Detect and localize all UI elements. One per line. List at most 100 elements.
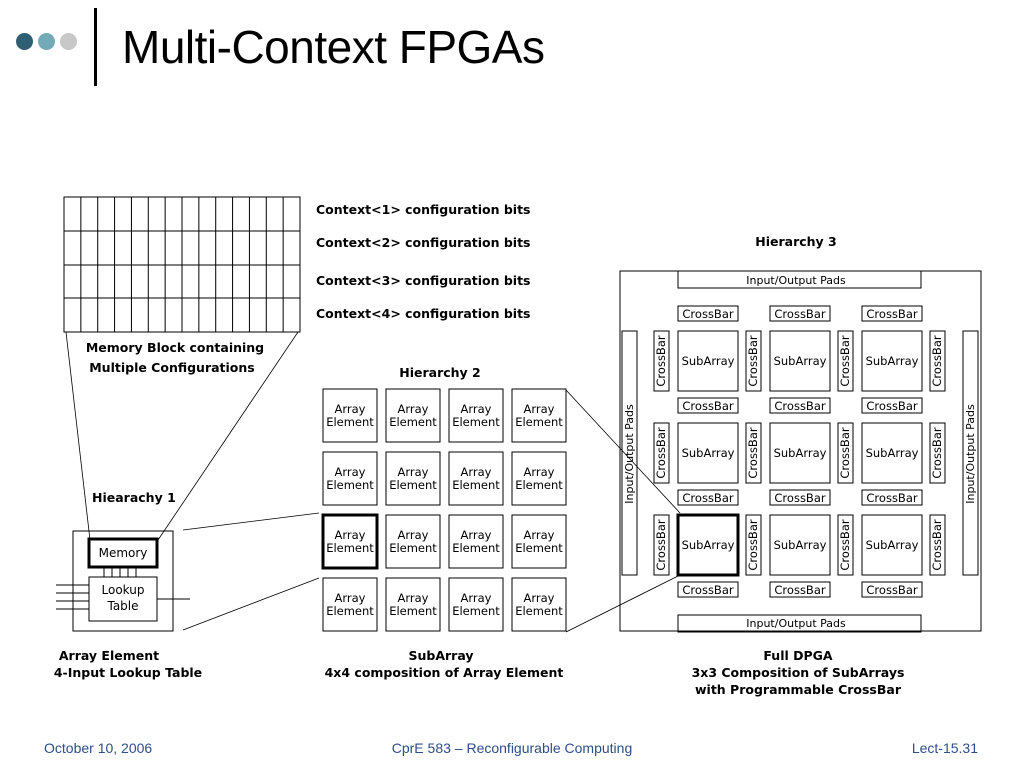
title-divider <box>94 8 97 86</box>
memory-block-grid <box>63 196 301 333</box>
array-element-cell <box>448 577 504 632</box>
array-element-label: Element <box>452 604 500 618</box>
slide-title: Multi-Context FPGAs <box>122 21 545 73</box>
crossbar-vertical <box>653 330 670 392</box>
subarray-block <box>861 422 923 484</box>
hierarchy3-caption: Full DPGA 3x3 Composition of SubArrays w… <box>692 648 905 697</box>
array-element-label: Element <box>515 415 563 429</box>
array-element-label: Element <box>326 415 374 429</box>
lookup-label-line2: Table <box>106 599 138 613</box>
array-element-label: Array <box>398 465 429 479</box>
hierarchy1-caption-line1: Array Element <box>59 648 159 663</box>
crossbar-horizontal <box>677 305 739 322</box>
array-element-cell <box>322 451 378 506</box>
array-element-label: Element <box>515 604 563 618</box>
crossbar-label: CrossBar <box>838 519 852 570</box>
full-dpga: Input/Output Pads Input/Output Pads Inpu… <box>619 270 982 633</box>
array-element-label: Element <box>389 541 437 555</box>
crossbar-vertical <box>929 330 946 392</box>
array-element-cell <box>448 388 504 443</box>
array-element-cell <box>448 514 504 569</box>
hierarchy1-caption: Array Element 4-Input Lookup Table <box>54 648 202 680</box>
subarray-label: SubArray <box>774 538 827 552</box>
context-2-label: Context<2> configuration bits <box>316 235 531 250</box>
io-pads-bottom <box>677 614 922 633</box>
crossbar-horizontal <box>769 489 831 506</box>
dot-dark <box>16 33 33 50</box>
array-element-label: Array <box>524 402 555 416</box>
crossbar-vertical <box>929 422 946 484</box>
crossbar-label: CrossBar <box>682 491 733 505</box>
hierarchy2-title: Hierarchy 2 <box>399 365 481 380</box>
crossbar-label: CrossBar <box>930 335 944 386</box>
io-pads-left <box>621 330 638 576</box>
subarray-block <box>861 330 923 392</box>
crossbar-label: CrossBar <box>774 399 825 413</box>
memory-caption-line1: Memory Block containing <box>86 340 264 355</box>
context-bit-labels: Context<1> configuration bits Context<2>… <box>316 202 531 321</box>
dot-mid <box>38 33 55 50</box>
subarray-label: SubArray <box>682 538 735 552</box>
array-element-label: Element <box>326 541 374 555</box>
array-element-label: Array <box>461 591 492 605</box>
array-element-label: Array <box>524 591 555 605</box>
crossbar-label: CrossBar <box>774 307 825 321</box>
memory-box <box>87 537 159 569</box>
dot-light <box>60 33 77 50</box>
array-element-label: Element <box>389 415 437 429</box>
crossbar-label: CrossBar <box>866 307 917 321</box>
crossbar-vertical <box>837 514 854 576</box>
array-element-label: Array <box>335 591 366 605</box>
hierarchy3-caption-line3: with Programmable CrossBar <box>695 682 902 697</box>
crossbar-label: CrossBar <box>746 519 760 570</box>
crossbar-horizontal <box>677 397 739 414</box>
crossbar-label: CrossBar <box>654 519 668 570</box>
crossbar-label: CrossBar <box>746 335 760 386</box>
subarray-grid: ArrayElementArrayElementArrayElementArra… <box>321 388 567 632</box>
subarray-block <box>769 330 831 392</box>
subarray-block <box>769 422 831 484</box>
footer-course: CprE 583 – Reconfigurable Computing <box>391 740 633 756</box>
context-4-label: Context<4> configuration bits <box>316 306 531 321</box>
crossbar-horizontal <box>861 581 923 598</box>
context-1-label: Context<1> configuration bits <box>316 202 531 217</box>
array-element-label: Element <box>326 604 374 618</box>
array-element-label: Array <box>398 591 429 605</box>
context-3-label: Context<3> configuration bits <box>316 273 531 288</box>
footer-date: October 10, 2006 <box>44 740 153 756</box>
subarray-label: SubArray <box>866 538 919 552</box>
hierarchy1-title: Hiearachy 1 <box>92 490 176 505</box>
array-element-cell <box>385 577 441 632</box>
footer-lecture: Lect-15.31 <box>911 740 978 756</box>
array-element-cell <box>322 388 378 443</box>
crossbar-label: CrossBar <box>654 427 668 478</box>
crossbar-horizontal <box>769 397 831 414</box>
array-element-label: Array <box>335 402 366 416</box>
array-element-label: Array <box>398 402 429 416</box>
array-element-cell <box>511 514 567 569</box>
crossbar-vertical <box>745 330 762 392</box>
array-element-label: Array <box>335 465 366 479</box>
crossbar-label: CrossBar <box>774 491 825 505</box>
array-element-label: Element <box>452 541 500 555</box>
subarray-block <box>861 514 923 576</box>
subarray-label: SubArray <box>682 354 735 368</box>
memory-block-caption: Memory Block containing Multiple Configu… <box>86 340 264 375</box>
array-element-label: Element <box>452 415 500 429</box>
array-element-cell <box>321 513 379 570</box>
array-element-cell <box>385 514 441 569</box>
crossbar-vertical <box>837 330 854 392</box>
io-pads-top <box>677 270 922 289</box>
title-bullet-dots <box>16 33 90 53</box>
array-element-label: Array <box>524 528 555 542</box>
subarray-block <box>769 514 831 576</box>
crossbar-label: CrossBar <box>682 307 733 321</box>
crossbar-horizontal <box>861 489 923 506</box>
crossbar-label: CrossBar <box>682 583 733 597</box>
crossbar-label: CrossBar <box>682 399 733 413</box>
subarray-label: SubArray <box>866 446 919 460</box>
crossbar-horizontal <box>861 305 923 322</box>
crossbar-vertical <box>929 514 946 576</box>
